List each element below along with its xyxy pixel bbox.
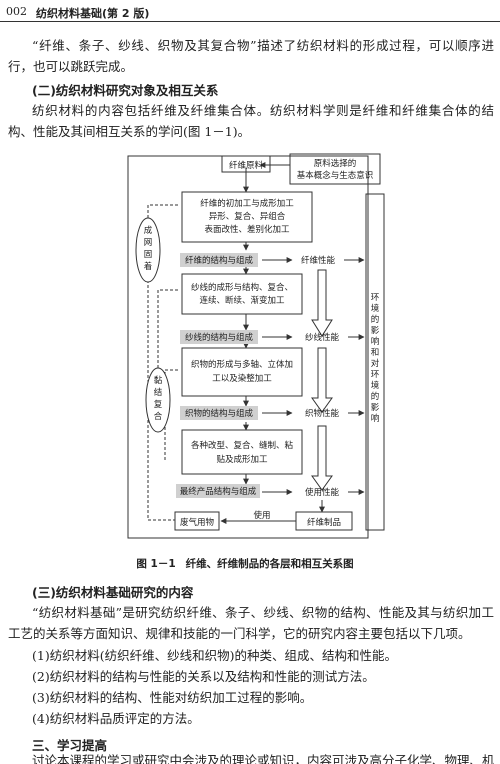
stage3-line2: 工以及染整加工: [212, 373, 272, 384]
yarn-structure-text: 纱线的结构与组成: [185, 332, 254, 343]
book-title: 纺织材料基础(第 2 版): [36, 7, 150, 20]
yarn-property-text: 纱线性能: [305, 332, 340, 343]
figure-caption-text: 纤维、纤维制品的各层和相互关系图: [185, 558, 354, 570]
section-heading-2: (二)纺织材料研究对象及相互关系: [32, 83, 219, 98]
env-char-7: 环: [371, 370, 380, 380]
stage1-line1: 纤维的初加工与成形加工: [200, 198, 294, 209]
content-item-3: (3)纺织材料的结构、性能对纺织加工过程的影响。: [32, 690, 313, 705]
left-top-char-3: 着: [144, 261, 153, 272]
left-bottom-char-2: 复: [154, 399, 163, 410]
content-item-4: (4)纺织材料品质评定的方法。: [32, 711, 200, 726]
env-char-2: 的: [371, 314, 380, 325]
content-item-2: (2)纺织材料的结构与性能的关系以及结构和性能的测试方法。: [32, 669, 375, 684]
fabric-property-text: 织物性能: [305, 408, 340, 419]
left-bottom-char-0: 黏: [154, 375, 163, 386]
yarn-structure-label-bg: [180, 330, 258, 344]
final-structure-text: 最终产品结构与组成: [180, 486, 257, 497]
env-char-3: 影: [371, 325, 380, 336]
left-top-char-0: 成: [144, 225, 153, 236]
use-property-text: 使用性能: [305, 487, 340, 498]
final-structure-label-bg: [176, 484, 260, 498]
stage3-line1: 织物的形成与多轴、立体加: [191, 359, 293, 370]
stage-yarn-processing: [181, 273, 303, 315]
raw-choice-line1: 原料选择的: [314, 158, 357, 169]
figure-caption: 图 1－1 纤维、纤维制品的各层和相互关系图: [0, 556, 500, 571]
left-oval-top: [135, 217, 161, 283]
section-heading-4: 三、学习提高: [32, 738, 108, 753]
stage-fiber-processing: [181, 191, 313, 243]
env-char-5: 和: [371, 348, 380, 358]
env-char-9: 的: [371, 391, 380, 402]
waste-text: 废气用物: [180, 517, 215, 528]
fiber-structure-text: 纤维的结构与组成: [185, 255, 254, 266]
intro-paragraph: “纤维、条子、纱线、织物及其复合物”描述了纺织材料的形成过程，可以顺序进行，也可…: [8, 38, 494, 74]
left-top-char-2: 固: [144, 250, 153, 260]
running-header: 002 纺织材料基础(第 2 版): [0, 0, 500, 22]
section-heading-3: (三)纺织材料基础研究的内容: [32, 585, 194, 600]
fiber-property-text: 纤维性能: [301, 255, 336, 266]
stage1-line3: 表面改性、差别化加工: [204, 224, 290, 235]
left-oval-bottom: [145, 367, 171, 433]
env-char-1: 境: [371, 303, 380, 314]
stage4-line2: 贴及成形加工: [216, 454, 268, 465]
fabric-structure-label-bg: [180, 406, 258, 420]
left-top-char-1: 网: [144, 238, 153, 248]
left-bottom-char-1: 结: [154, 387, 163, 398]
stage-product-processing: [181, 429, 303, 475]
header-rule: [0, 21, 500, 22]
env-char-8: 境: [371, 380, 380, 391]
fiber-raw-box: [221, 155, 271, 173]
stage2-line1: 纱线的成形与结构、复合、: [191, 282, 293, 293]
fiber-structure-label-bg: [180, 253, 258, 267]
env-char-0: 环: [371, 293, 380, 303]
environment-column: [365, 193, 385, 531]
env-char-11: 响: [371, 413, 380, 424]
env-char-6: 对: [371, 358, 380, 369]
waste-box: [174, 511, 220, 531]
page-number: 002: [6, 5, 27, 18]
content-item-1: (1)纺织材料(纺织纤维、纱线和织物)的种类、组成、结构和性能。: [32, 648, 397, 663]
stage2-line2: 连续、断续、渐变加工: [199, 295, 285, 306]
env-char-10: 影: [371, 402, 380, 413]
raw-choice-line2: 基本概念与生态意识: [297, 170, 374, 181]
fabric-structure-text: 织物的结构与组成: [185, 408, 254, 419]
stage4-line1: 各种改型、复合、缝制、粘: [191, 440, 294, 451]
section-paragraph-3: “纺织材料基础”是研究纺织纤维、条子、纱线、织物的结构、性能及其与纺织加工工艺的…: [8, 605, 494, 641]
stage-fabric-processing: [181, 347, 303, 397]
figure-diagram: 纤维原料 原料选择的 基本概念与生态意识 纤维的初加工与成形加工 异形、复合、异…: [127, 153, 385, 539]
fiber-product-text: 纤维制品: [307, 517, 341, 528]
fiber-raw-text: 纤维原料: [229, 160, 264, 171]
env-char-4: 响: [371, 336, 380, 347]
left-bottom-char-3: 合: [154, 411, 163, 422]
section-paragraph-2: 纺织材料的内容包括纤维及纤维集合体。纺织材料学则是纤维和纤维集合体的结构、性能及…: [8, 103, 494, 139]
section-paragraph-4: 讨论本课程的学习或研究中会涉及的理论或知识，内容可涉及高分子化学、物理、机械、自: [32, 753, 494, 764]
figure-caption-label: 图 1－1: [136, 558, 176, 570]
raw-choice-box: [289, 153, 381, 185]
stage1-line2: 异形、复合、异组合: [209, 211, 286, 222]
usage-text: 使用: [253, 510, 270, 521]
